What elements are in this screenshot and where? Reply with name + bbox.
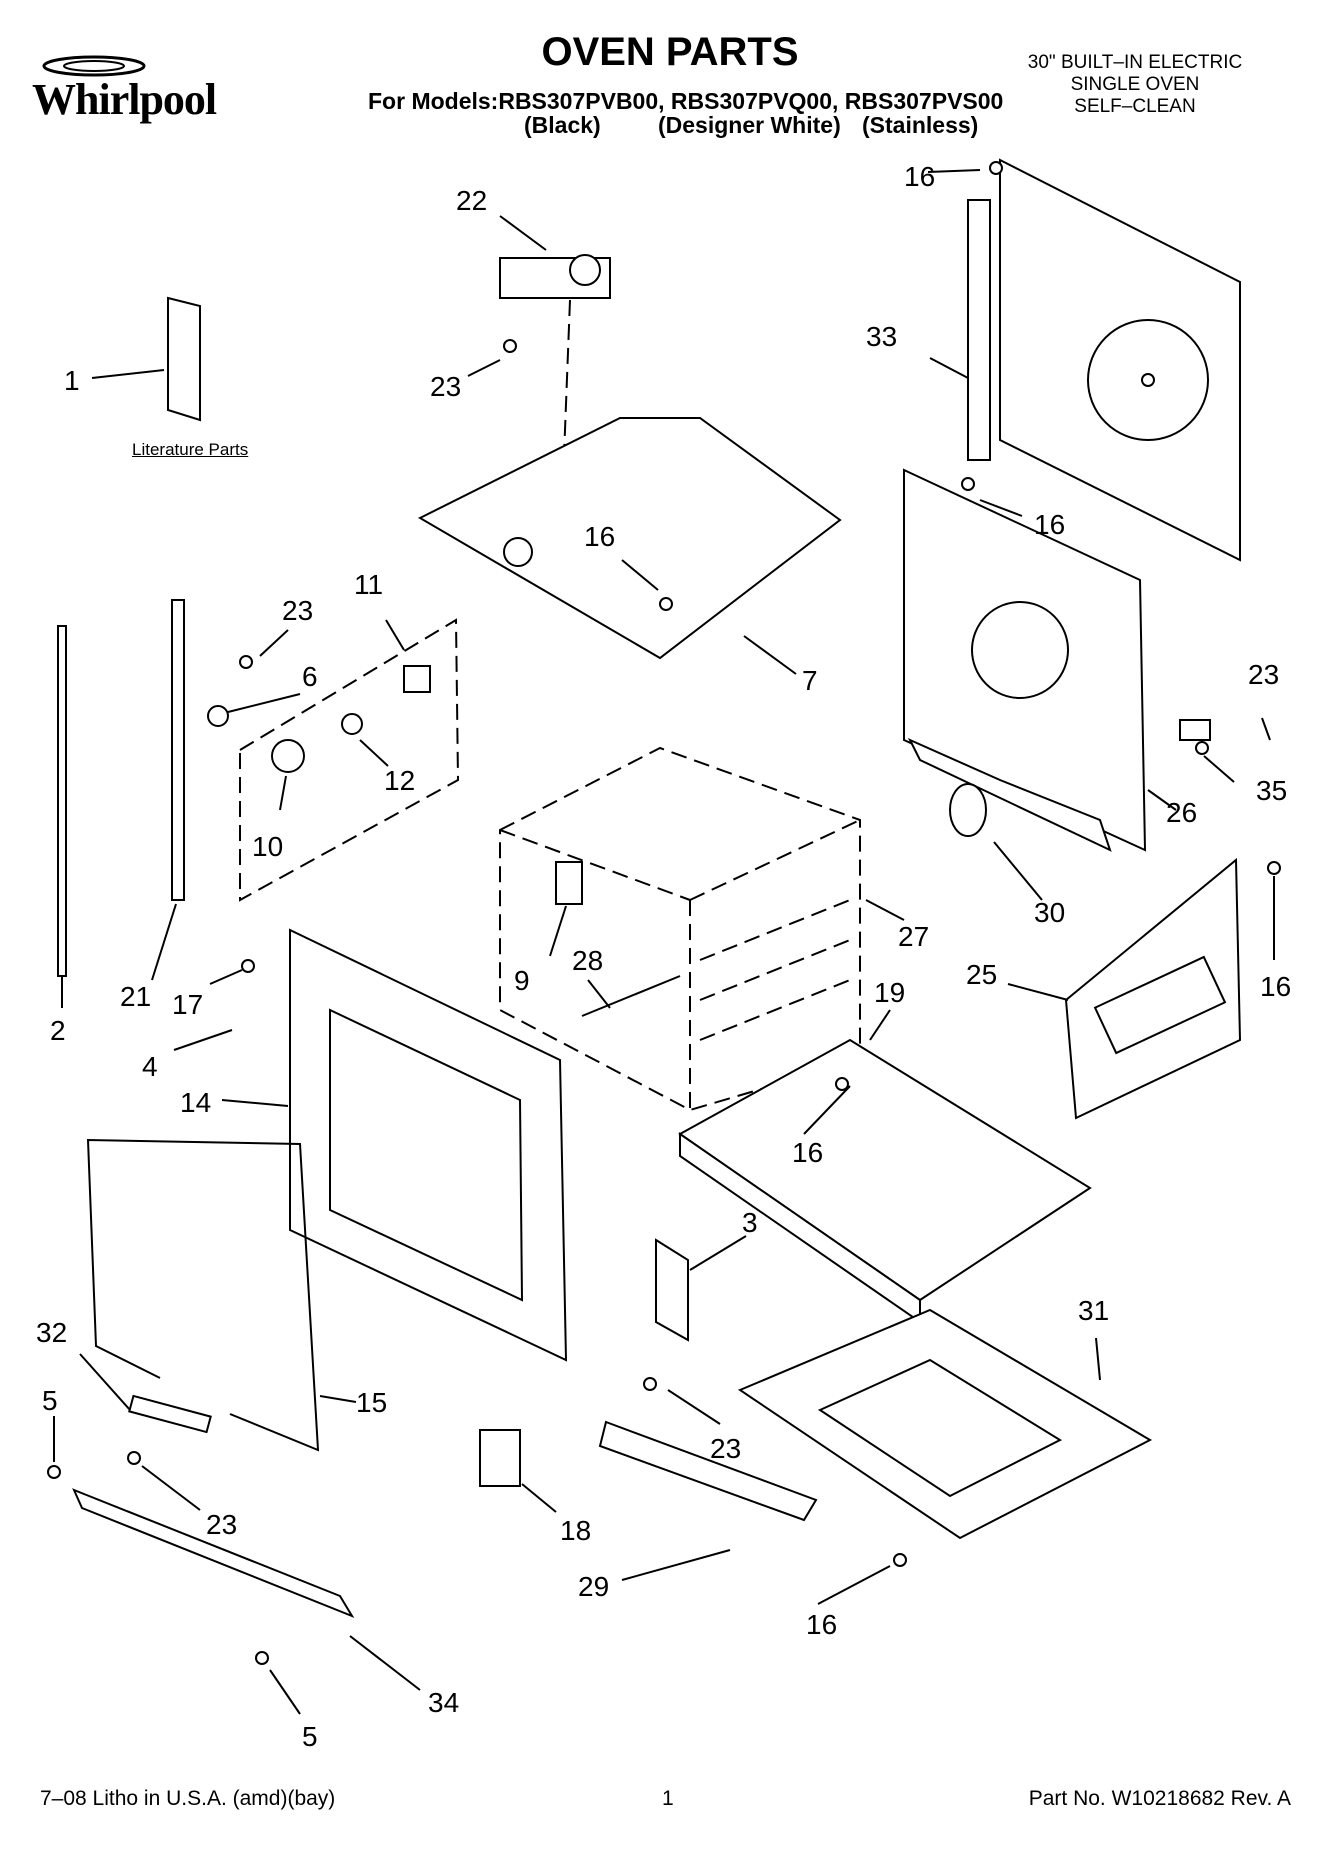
front-frame bbox=[289, 928, 568, 1362]
bushing-part bbox=[207, 705, 229, 727]
vent-trim bbox=[598, 1420, 818, 1522]
light-socket bbox=[555, 861, 583, 905]
footer-page-number: 1 bbox=[662, 1787, 674, 1810]
callout-26: 26 bbox=[1166, 797, 1197, 828]
spec-line-3: SELF–CLEAN bbox=[1074, 96, 1196, 117]
callout-7: 7 bbox=[802, 665, 818, 696]
callout-22: 22 bbox=[456, 185, 487, 216]
callout-32: 32 bbox=[36, 1317, 67, 1348]
callout-1: 1 bbox=[64, 365, 80, 396]
callout-29: 29 bbox=[578, 1571, 609, 1602]
callout-21: 21 bbox=[120, 981, 151, 1012]
callout-9: 9 bbox=[514, 965, 530, 996]
screw-parts bbox=[47, 161, 1281, 1665]
callout-25: 25 bbox=[966, 959, 997, 990]
small-clip bbox=[479, 1429, 521, 1487]
callout-23b: 23 bbox=[282, 595, 313, 626]
insulation-shelf bbox=[678, 1038, 1092, 1302]
callout-30: 30 bbox=[1034, 897, 1065, 928]
footer-litho: 7–08 Litho in U.S.A. (amd)(bay) bbox=[40, 1787, 336, 1810]
callout-15: 15 bbox=[356, 1387, 387, 1418]
callout-33: 33 bbox=[866, 321, 897, 352]
callout-11: 11 bbox=[354, 569, 383, 600]
models-line: For Models:RBS307PVB00, RBS307PVQ00, RBS… bbox=[368, 88, 1004, 114]
button-part bbox=[341, 713, 363, 735]
callout-23c: 23 bbox=[1248, 659, 1279, 690]
callout-labels: 1 2 3 4 5 5 6 7 9 10 11 12 14 15 16 16 1… bbox=[36, 161, 1291, 1752]
callout-23d: 23 bbox=[710, 1433, 741, 1464]
callout-34: 34 bbox=[428, 1687, 459, 1718]
callout-16d: 16 bbox=[1260, 971, 1291, 1002]
bottom-tray bbox=[737, 1308, 1153, 1540]
callout-5b: 5 bbox=[302, 1721, 318, 1752]
callout-23e: 23 bbox=[206, 1509, 237, 1540]
literature-booklet bbox=[167, 296, 201, 422]
door-gasket bbox=[86, 1138, 320, 1452]
callout-16f: 16 bbox=[806, 1609, 837, 1640]
callout-16a: 16 bbox=[904, 161, 935, 192]
callout-3: 3 bbox=[742, 1207, 758, 1238]
callout-18: 18 bbox=[560, 1515, 591, 1546]
callout-4: 4 bbox=[142, 1051, 158, 1082]
variant-black: (Black) bbox=[524, 112, 601, 138]
vent-strip bbox=[57, 625, 67, 977]
leader-lines bbox=[53, 169, 1275, 1715]
knob-part bbox=[271, 739, 305, 773]
callout-23a: 23 bbox=[430, 371, 461, 402]
spec-line-2: SINGLE OVEN bbox=[1070, 74, 1200, 95]
callout-19: 19 bbox=[874, 977, 905, 1008]
side-trim bbox=[171, 599, 185, 901]
thermal-fuse bbox=[949, 783, 987, 837]
small-bracket bbox=[1179, 719, 1211, 741]
variant-designer-white: (Designer White) bbox=[658, 112, 841, 138]
callout-35: 35 bbox=[1256, 775, 1287, 806]
callout-14: 14 bbox=[180, 1087, 211, 1118]
callout-12: 12 bbox=[384, 765, 415, 796]
temperature-sensor bbox=[581, 975, 681, 1017]
latch-switch-part bbox=[499, 254, 611, 561]
switch-part bbox=[403, 665, 431, 693]
mount-bracket bbox=[655, 1238, 689, 1342]
callout-6: 6 bbox=[302, 661, 318, 692]
whirlpool-logo: Whirlpool bbox=[32, 52, 262, 132]
footer-part-number: Part No. W10218682 Rev. A bbox=[1028, 1787, 1291, 1810]
callout-17: 17 bbox=[172, 989, 203, 1020]
callout-2: 2 bbox=[50, 1015, 66, 1046]
spec-line-1: 30" BUILT–IN ELECTRIC bbox=[1027, 52, 1243, 73]
callout-31: 31 bbox=[1078, 1295, 1109, 1326]
oven-cavity bbox=[499, 746, 861, 1112]
callout-28: 28 bbox=[572, 945, 603, 976]
callout-16c: 16 bbox=[1034, 509, 1065, 540]
rear-frame bbox=[903, 468, 1147, 852]
side-panel bbox=[1064, 857, 1242, 1120]
callout-27: 27 bbox=[898, 921, 929, 952]
callout-10: 10 bbox=[252, 831, 283, 862]
switch-group-outline bbox=[239, 618, 460, 902]
gasket-clip bbox=[128, 1394, 212, 1434]
callout-5a: 5 bbox=[42, 1385, 58, 1416]
swirl-logo-icon bbox=[42, 55, 146, 77]
literature-parts-label: Literature Parts bbox=[132, 440, 249, 459]
brand-wordmark: Whirlpool bbox=[32, 75, 217, 124]
callout-16e: 16 bbox=[792, 1137, 823, 1168]
top-panel bbox=[417, 417, 842, 660]
back-panel bbox=[967, 158, 1241, 562]
variant-stainless: (Stainless) bbox=[862, 112, 979, 138]
page-title: OVEN PARTS bbox=[541, 30, 799, 74]
lower-trim bbox=[72, 1488, 355, 1619]
callout-16b: 16 bbox=[584, 521, 615, 552]
